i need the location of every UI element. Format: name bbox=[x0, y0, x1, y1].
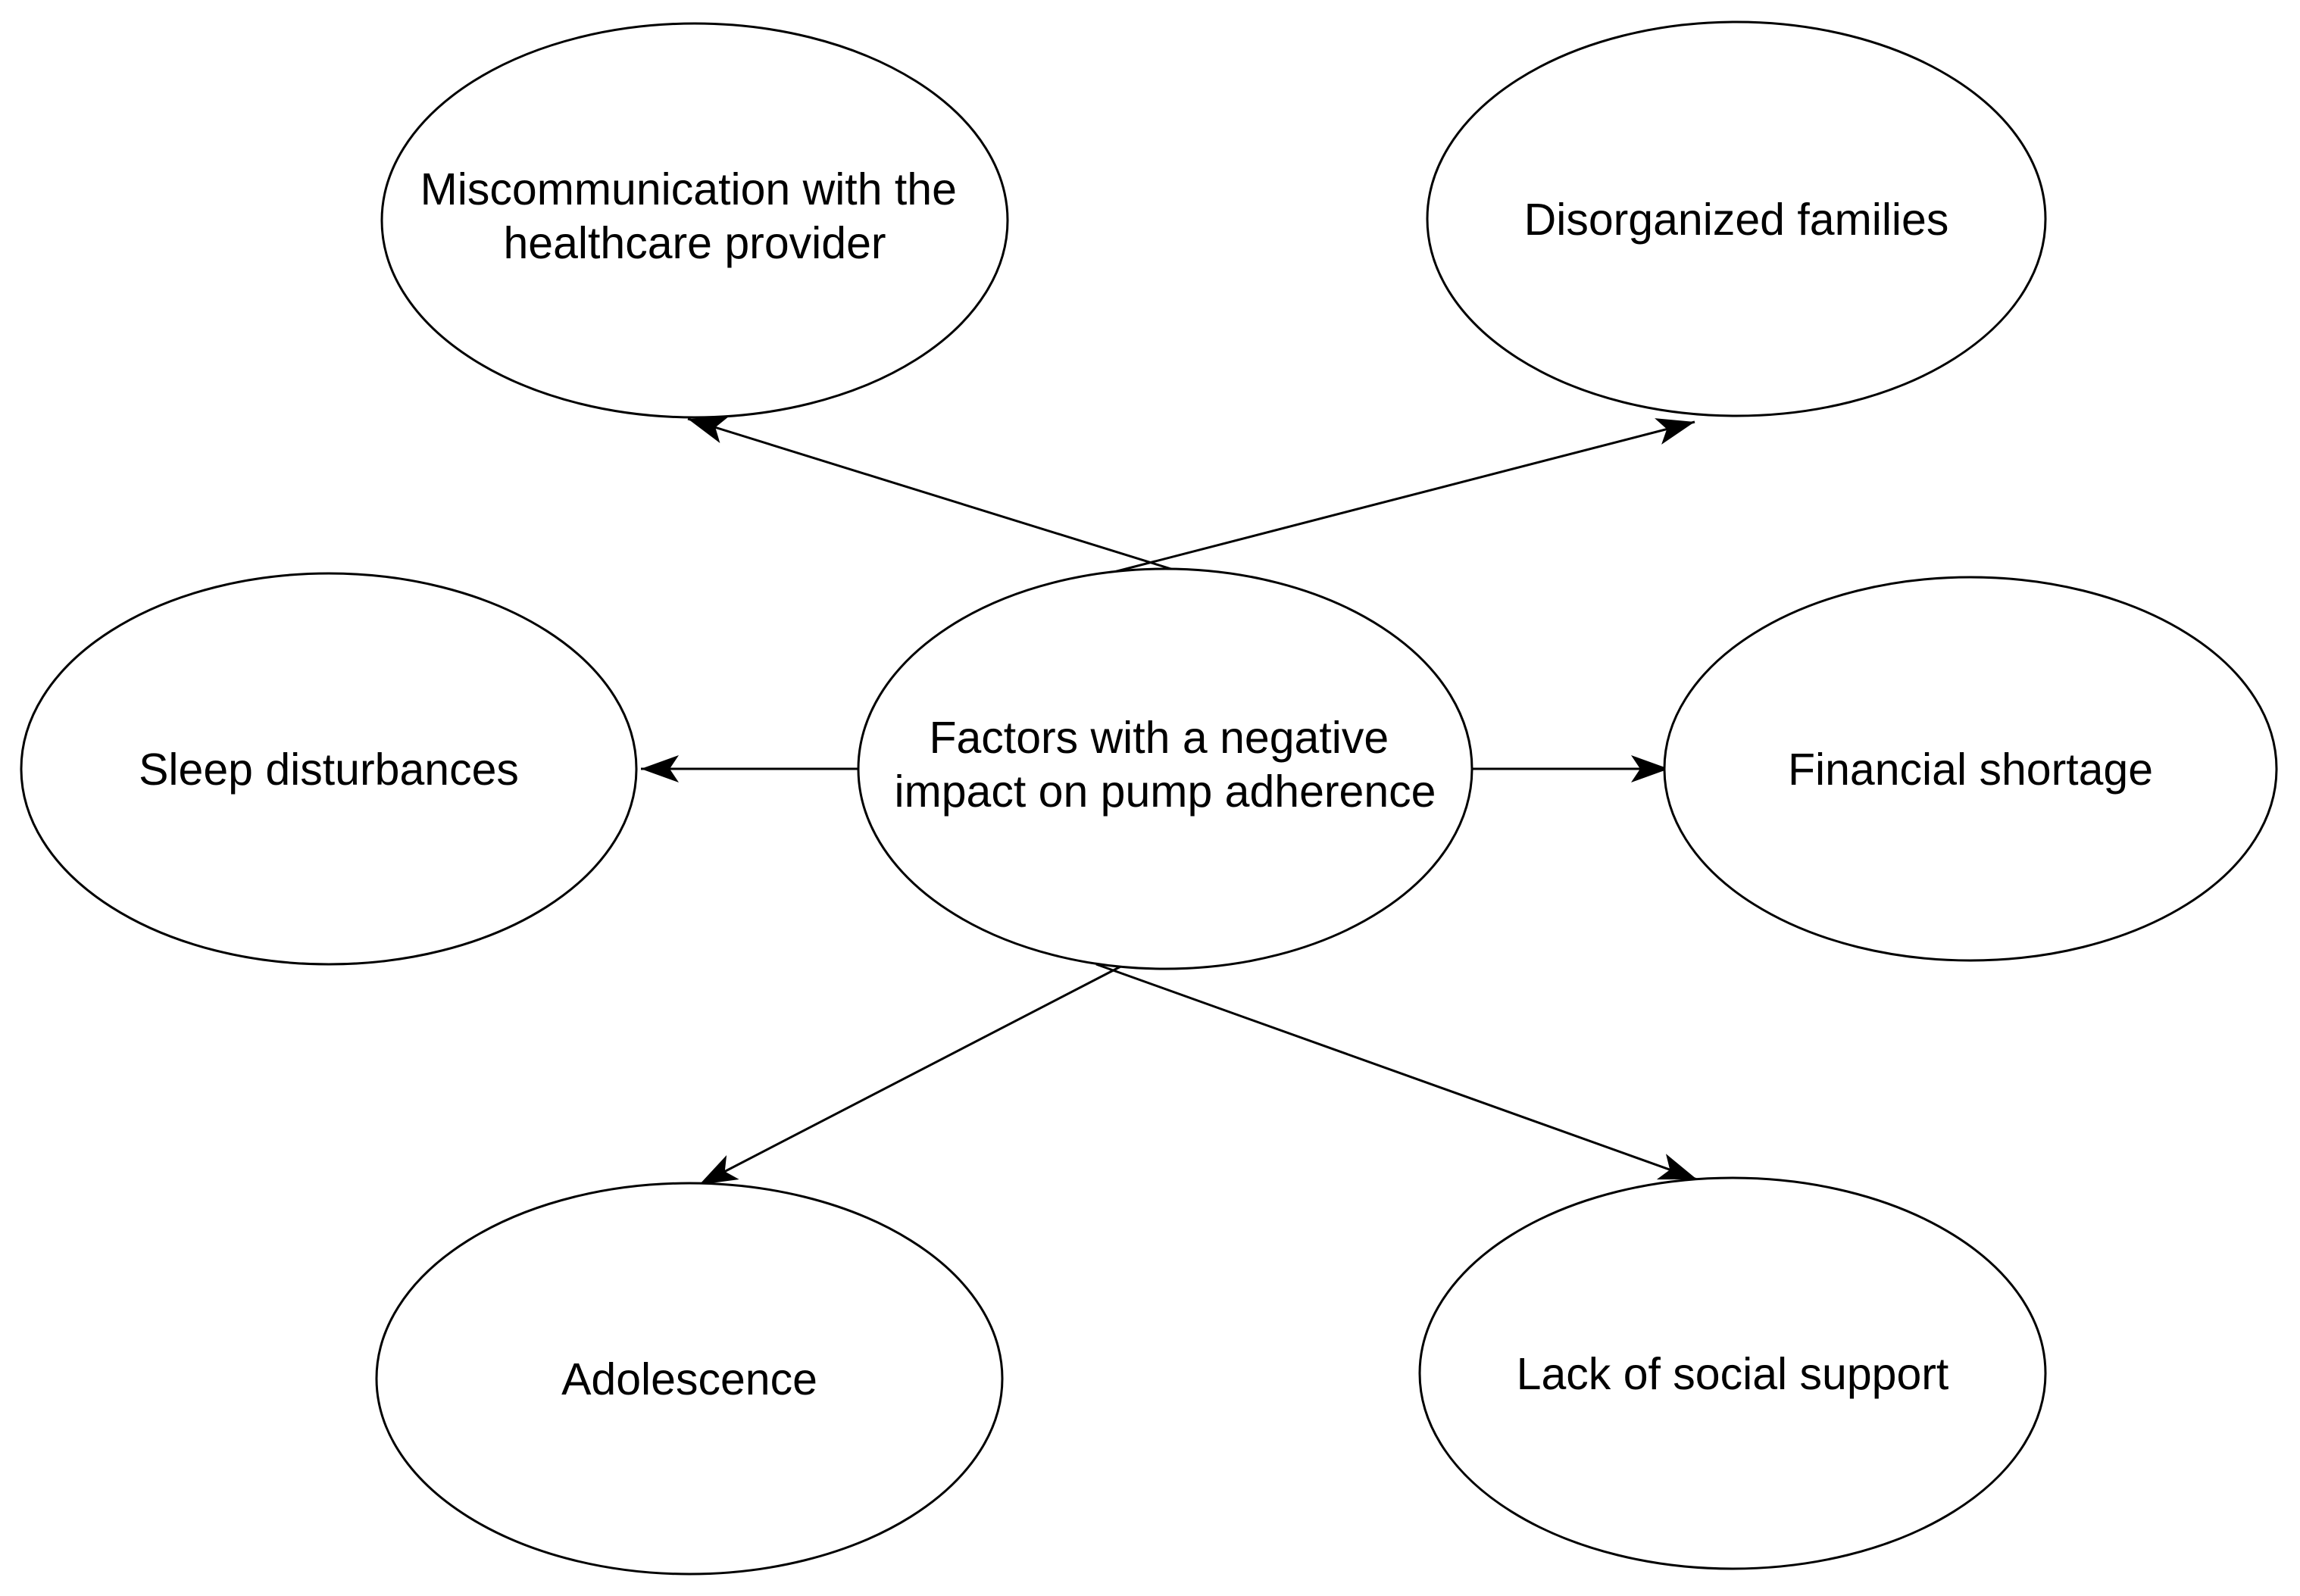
node-center-label-line1: Factors with a negative bbox=[929, 713, 1389, 763]
node-center-shape bbox=[857, 567, 1473, 970]
node-financial: Financial shortage bbox=[1663, 576, 2278, 962]
node-sleep-label: Sleep disturbances bbox=[139, 745, 519, 795]
node-disorganized: Disorganized families bbox=[1426, 20, 2047, 417]
edge-center-to-disorganized bbox=[1108, 418, 1695, 575]
node-financial-shape bbox=[1663, 576, 2278, 962]
node-social-support-shape bbox=[1418, 1176, 2047, 1570]
edge-center-to-adolescence bbox=[698, 962, 1127, 1186]
node-miscommunication-label-line2: healthcare provider bbox=[503, 218, 886, 268]
node-adolescence: Adolescence bbox=[375, 1182, 1004, 1576]
edge-center-to-social-support bbox=[1095, 963, 1698, 1181]
node-center: Factors with a negative impact on pump a… bbox=[857, 567, 1473, 970]
edge-center-to-miscommunication bbox=[687, 417, 1186, 575]
node-sleep-shape bbox=[20, 572, 638, 966]
node-social-support: Lack of social support bbox=[1418, 1176, 2047, 1570]
node-miscommunication: Miscommunication with the healthcare pro… bbox=[380, 22, 1009, 419]
node-sleep: Sleep disturbances bbox=[20, 572, 638, 966]
node-disorganized-label: Disorganized families bbox=[1524, 195, 1949, 245]
node-social-support-label: Lack of social support bbox=[1517, 1349, 1949, 1399]
node-adolescence-label: Adolescence bbox=[561, 1354, 817, 1404]
node-miscommunication-label-line1: Miscommunication with the bbox=[420, 164, 957, 214]
node-center-label: Factors with a negative impact on pump a… bbox=[894, 713, 1436, 817]
node-miscommunication-label: Miscommunication with the healthcare pro… bbox=[420, 164, 970, 268]
edges-layer bbox=[641, 417, 1698, 1186]
node-disorganized-shape bbox=[1426, 20, 2047, 417]
node-adolescence-shape bbox=[375, 1182, 1004, 1576]
node-miscommunication-shape bbox=[380, 22, 1009, 419]
node-center-label-line2: impact on pump adherence bbox=[894, 767, 1436, 817]
node-financial-label: Financial shortage bbox=[1788, 745, 2153, 795]
